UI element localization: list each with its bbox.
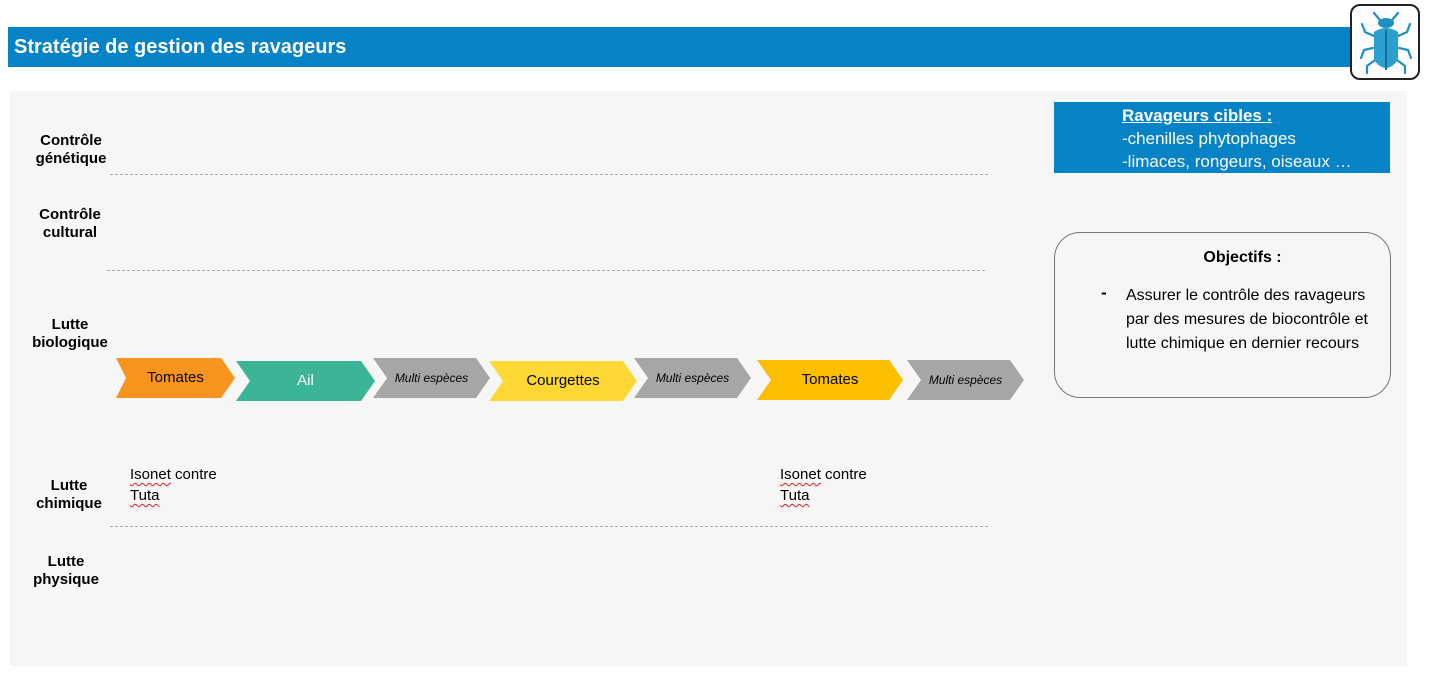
chemical-note: Isonet contre Tuta: [130, 466, 217, 504]
target-pests-title: Ravageurs cibles :: [1122, 106, 1273, 125]
chevron-courgettes: Courgettes: [489, 361, 637, 401]
objectives-text: Assurer le contrôle des ravageurs par de…: [1126, 287, 1368, 352]
beetle-icon: [1359, 11, 1413, 75]
page-title: Stratégie de gestion des ravageurs: [8, 27, 1354, 67]
objectives-bullet: -: [1101, 283, 1107, 302]
row-separator: [107, 270, 985, 271]
chevron-tomates: Tomates: [757, 360, 903, 400]
chemical-note: Isonet contre Tuta: [780, 466, 867, 504]
row-separator: [110, 526, 988, 527]
objectives-box: Objectifs : - Assurer le contrôle des ra…: [1054, 232, 1391, 398]
chevron-tomates: Tomates: [116, 358, 235, 398]
target-pests-box: Ravageurs cibles : -chenilles phytophage…: [1054, 102, 1390, 173]
chevron-multi-especes: Multi espèces: [373, 358, 490, 398]
chevron-ail: Ail: [236, 361, 375, 401]
target-pest-item: -limaces, rongeurs, oiseaux …: [1122, 152, 1352, 171]
chevron-multi-especes: Multi espèces: [634, 358, 751, 398]
logo-box: [1350, 4, 1420, 80]
chevron-multi-especes: Multi espèces: [907, 360, 1024, 400]
target-pest-item: -chenilles phytophages: [1122, 129, 1296, 148]
objectives-title: Objectifs :: [1203, 249, 1282, 266]
row-separator: [110, 174, 988, 175]
